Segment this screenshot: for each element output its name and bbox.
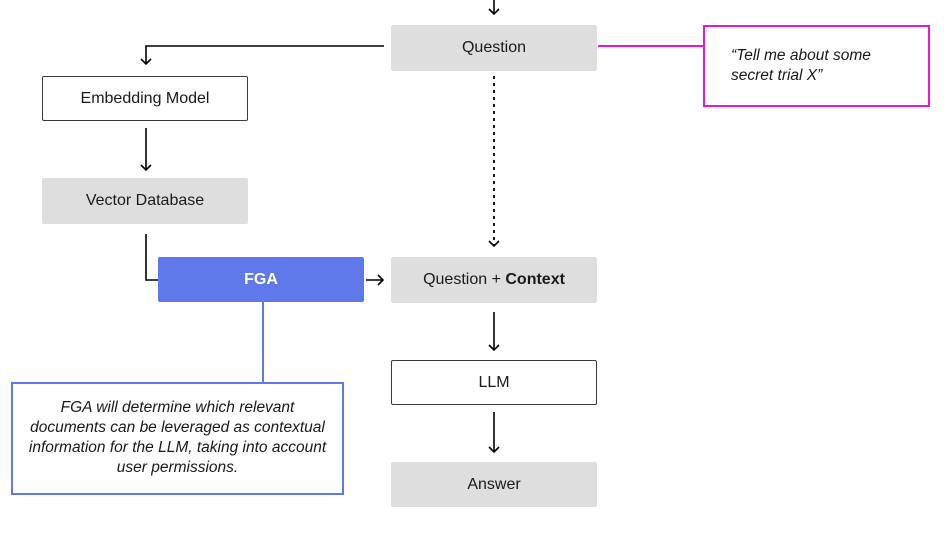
fga-explanation-note: FGA will determine which relevant docume… bbox=[11, 382, 344, 495]
question-context-prefix: Question + bbox=[423, 271, 506, 288]
embedding-model-label: Embedding Model bbox=[80, 89, 210, 107]
answer-label: Answer bbox=[467, 475, 521, 493]
llm-label: LLM bbox=[478, 373, 510, 391]
fga-node: FGA bbox=[158, 257, 364, 302]
question-to-embedding-arrow bbox=[140, 45, 384, 66]
question-example-note: “Tell me about some secret trial X” bbox=[703, 25, 930, 107]
question-label: Question bbox=[461, 39, 527, 56]
embedding-model-node: Embedding Model bbox=[42, 76, 248, 121]
vector-to-fga-connector bbox=[145, 234, 158, 281]
vector-database-node: Vector Database bbox=[42, 178, 248, 224]
question-context-label: Question + Context bbox=[423, 271, 565, 289]
question-context-node: Question + Context bbox=[391, 257, 597, 303]
question-example-text: “Tell me about some secret trial X” bbox=[731, 47, 871, 84]
question-node: Question bbox=[391, 25, 597, 71]
fga-label: FGA bbox=[244, 270, 278, 288]
answer-node: Answer bbox=[391, 462, 597, 507]
fga-explanation-text: FGA will determine which relevant docume… bbox=[28, 399, 327, 476]
llm-node: LLM bbox=[391, 360, 597, 405]
question-context-bold: Context bbox=[505, 271, 565, 288]
vector-database-label: Vector Database bbox=[85, 192, 205, 209]
